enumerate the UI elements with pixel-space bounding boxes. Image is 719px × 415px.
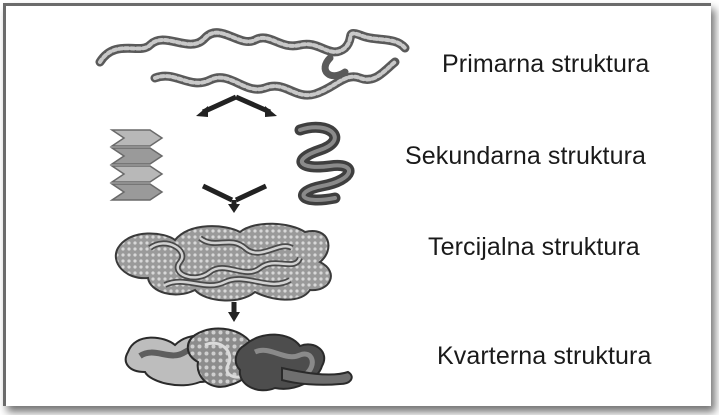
quaternary-structure-complex xyxy=(126,328,352,390)
beta-sheet xyxy=(112,130,162,200)
label-primary-structure: Primarna struktura xyxy=(442,50,649,79)
primary-structure-chain xyxy=(100,33,405,95)
label-secondary-structure: Sekundarna struktura xyxy=(405,142,646,171)
alpha-helix xyxy=(300,127,349,200)
arrow-secondary-to-tertiary xyxy=(203,186,266,213)
tertiary-structure-fold xyxy=(116,224,331,301)
arrow-tertiary-to-quaternary xyxy=(228,302,240,322)
label-quaternary-structure: Kvarterna struktura xyxy=(437,342,652,371)
arrow-primary-to-secondary xyxy=(196,97,277,117)
label-tertiary-structure: Tercijalna struktura xyxy=(428,233,640,262)
